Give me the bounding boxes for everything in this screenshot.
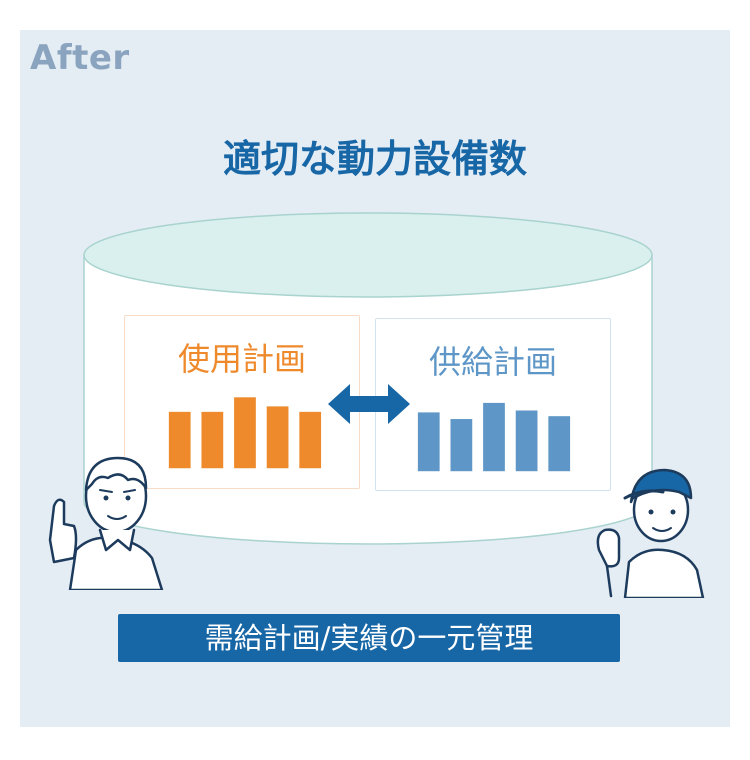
- usage-plan-bar-3: [234, 397, 256, 468]
- bidirectional-arrow-icon: [328, 380, 410, 428]
- usage-plan-bar-1: [169, 412, 191, 468]
- supply-plan-bar-5: [548, 416, 570, 471]
- supply-plan-bar-2: [450, 419, 472, 471]
- usage-plan-bar-5: [299, 412, 321, 468]
- supply-plan-card: 供給計画: [375, 318, 611, 491]
- unified-management-banner: 需給計画/実績の一元管理: [118, 614, 620, 662]
- supply-plan-bars: [376, 319, 610, 490]
- young-worker-fist-icon: [585, 458, 715, 598]
- supply-plan-bar-3: [483, 403, 505, 471]
- senior-worker-pointing-icon: [40, 440, 170, 590]
- supply-plan-bar-1: [418, 412, 440, 471]
- usage-plan-bar-4: [267, 406, 289, 468]
- usage-plan-bar-2: [201, 412, 223, 468]
- supply-plan-bar-4: [516, 410, 538, 471]
